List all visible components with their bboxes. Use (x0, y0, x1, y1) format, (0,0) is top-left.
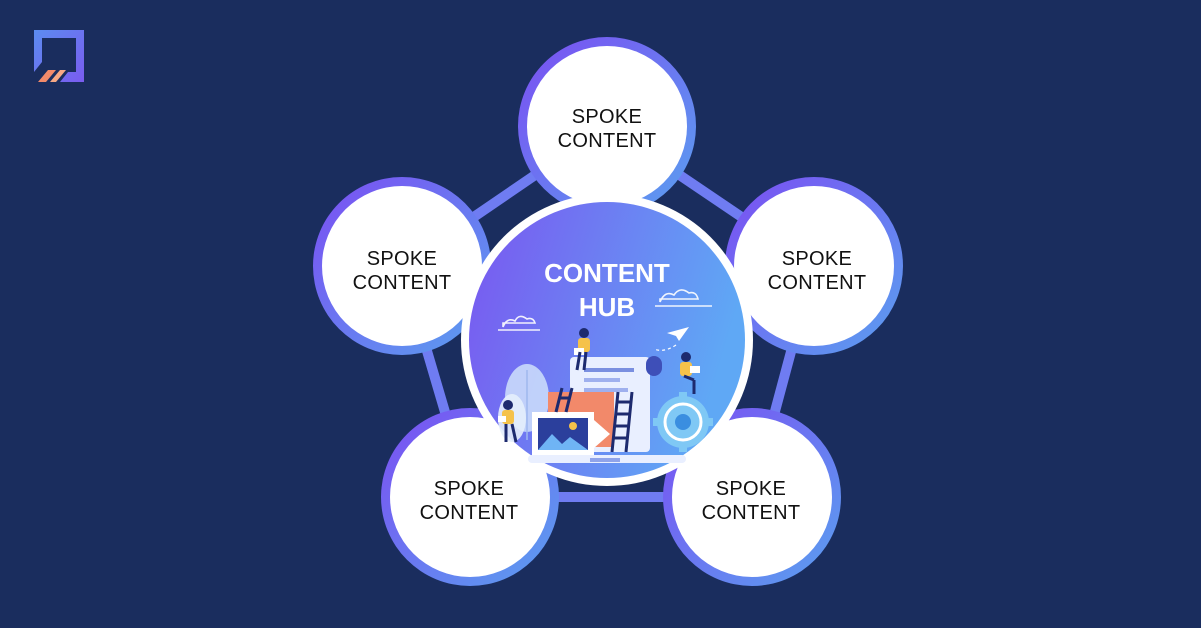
spoke-label-top: SPOKE CONTENT (527, 105, 687, 153)
spoke-right (725, 177, 903, 355)
spoke-label-line1: SPOKE (433, 478, 505, 500)
spoke-label-line1: SPOKE (571, 106, 643, 128)
logo-icon (34, 30, 84, 82)
spoke-label-line1: SPOKE (781, 248, 853, 270)
spoke-label-line2: CONTENT (557, 130, 657, 152)
spoke-label-line1: SPOKE (366, 248, 438, 270)
spoke-left (313, 177, 491, 355)
hub-illustration (498, 289, 713, 463)
hub-title-line1: CONTENT (544, 258, 670, 288)
paper-plane-icon (653, 327, 689, 351)
image-icon (532, 412, 610, 456)
spoke-label-line2: CONTENT (352, 272, 452, 294)
ladder-icon (554, 387, 634, 453)
gear-icon (653, 392, 713, 452)
spoke-label-bottom-right: SPOKE CONTENT (671, 477, 831, 525)
hub-title: CONTENT HUB (507, 256, 707, 324)
spoke-label-line1: SPOKE (715, 478, 787, 500)
spoke-top (518, 37, 696, 215)
hub-title-line2: HUB (578, 292, 636, 322)
person-icon (498, 400, 518, 443)
person-icon (574, 328, 590, 371)
person-icon (680, 352, 700, 394)
spoke-label-bottom-left: SPOKE CONTENT (389, 477, 549, 525)
spoke-bottom-right (663, 408, 841, 586)
spoke-label-right: SPOKE CONTENT (737, 247, 897, 295)
spoke-label-line2: CONTENT (419, 502, 519, 524)
cloud-icon (498, 289, 712, 331)
spoke-label-line2: CONTENT (701, 502, 801, 524)
spoke-label-left: SPOKE CONTENT (322, 247, 482, 295)
spoke-label-line2: CONTENT (767, 272, 867, 294)
